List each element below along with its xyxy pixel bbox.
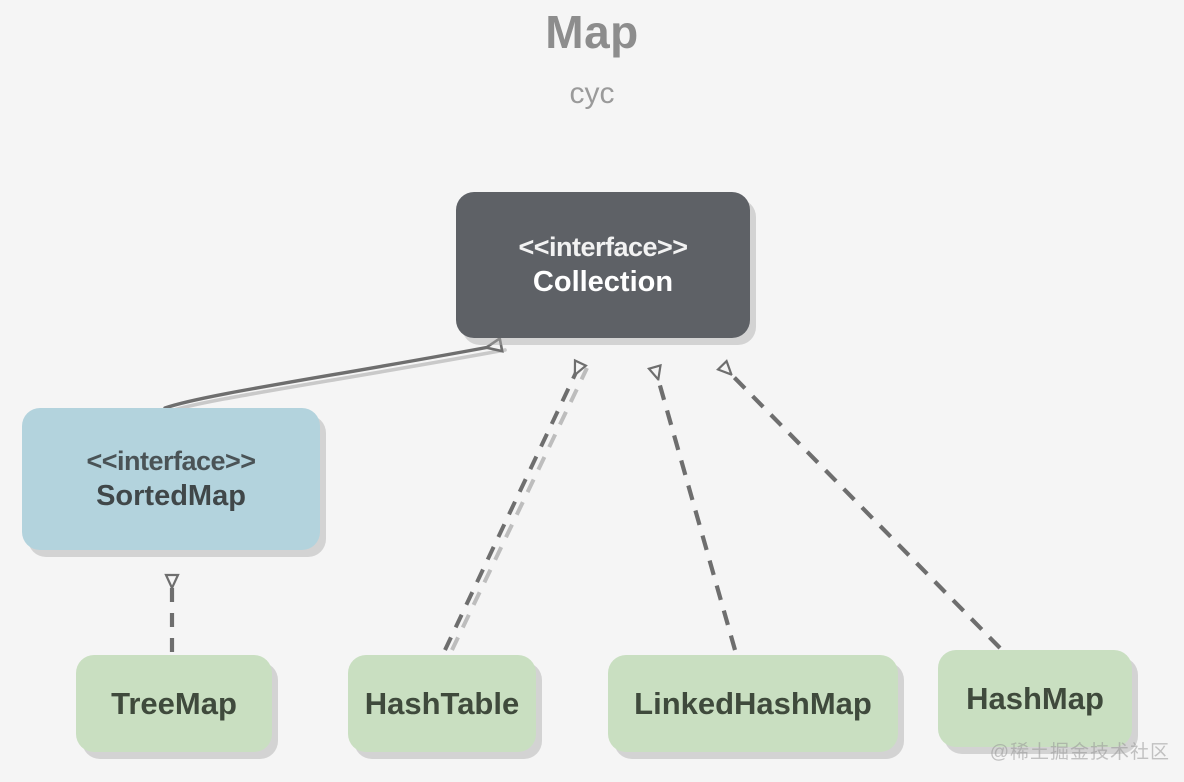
edge-hashtable-to-collection [443,364,589,651]
node-hashtable-name: HashTable [364,685,520,721]
node-hashmap-name: HashMap [966,680,1104,716]
node-sortedmap-stereotype: <<interface>> [86,445,256,476]
node-linkedhashmap[interactable]: LinkedHashMap [608,655,898,752]
edge-hashmap-to-collection [723,366,1002,650]
edge-linkedhashmap-to-collection [655,368,738,651]
node-sortedmap[interactable]: <<interface>> SortedMap [22,408,320,550]
node-collection-name: Collection [532,265,674,298]
node-treemap[interactable]: TreeMap [76,655,272,752]
node-collection-stereotype: <<interface>> [518,231,688,262]
node-linkedhashmap-name: LinkedHashMap [634,685,872,721]
node-collection[interactable]: <<interface>> Collection [456,192,750,338]
edge-sortedmap-to-collection [163,345,507,414]
node-sortedmap-name: SortedMap [96,479,246,512]
page-title: Map [545,6,639,58]
watermark: @稀土掘金技术社区 [989,742,1170,763]
page-subtitle: cyc [569,77,615,110]
node-treemap-name: TreeMap [111,685,237,721]
node-hashmap[interactable]: HashMap [938,650,1132,747]
node-hashtable[interactable]: HashTable [348,655,536,752]
